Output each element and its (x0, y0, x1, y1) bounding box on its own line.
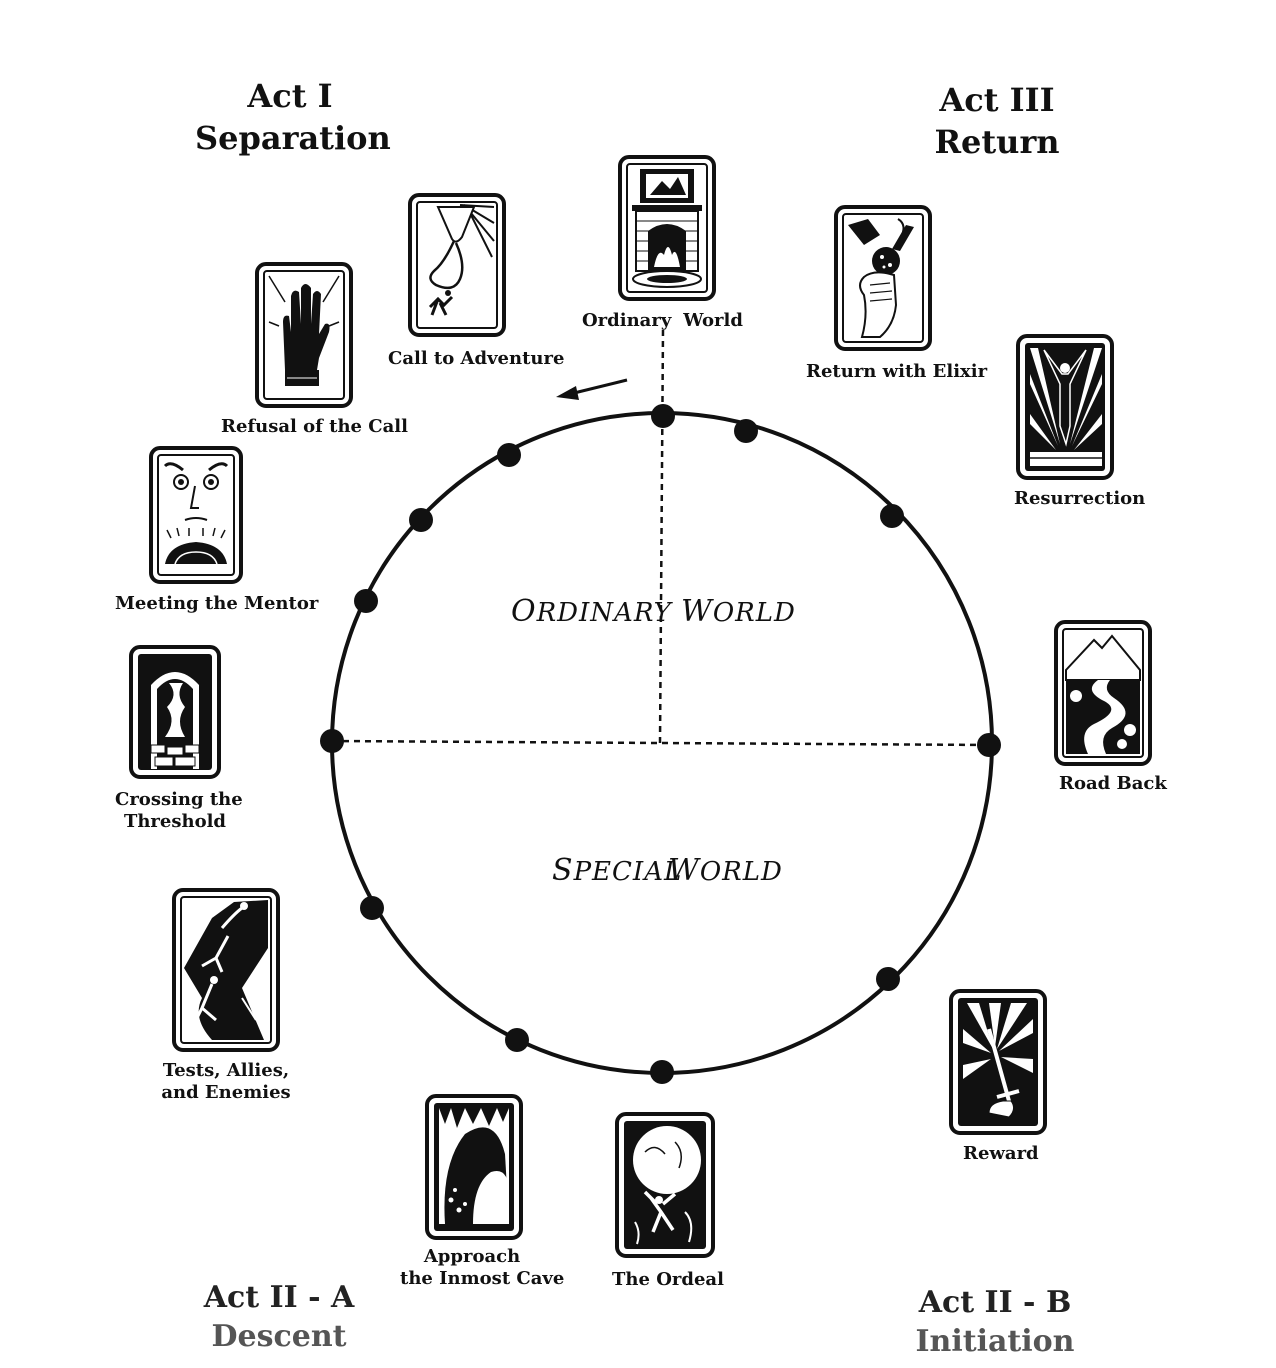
label-refusal-of-the-call: Refusal of the Call (221, 416, 408, 437)
sword-icon (949, 989, 1047, 1135)
dot-approach (505, 1028, 529, 1052)
vertical-divider (658, 329, 665, 744)
act-2b-title: Act II - B (918, 1285, 1072, 1320)
label-meeting-the-mentor: Meeting the Mentor (115, 593, 319, 614)
special-world-right-label: WORLD (668, 853, 783, 888)
dot-mentor (354, 589, 378, 613)
label-resurrection: Resurrection (1014, 488, 1146, 509)
cave-icon (425, 1094, 523, 1240)
boulder-icon (615, 1112, 715, 1258)
dot-tests (360, 896, 384, 920)
dot-return-with-elixir (734, 419, 758, 443)
act-3-heading: Act III Return (912, 80, 1082, 163)
act-2a-heading: Act II - A Descent (184, 1278, 374, 1356)
act-2b-subtitle: Initiation (915, 1324, 1075, 1359)
direction-arrow-icon (556, 378, 628, 400)
dot-road-back (977, 733, 1001, 757)
elixir-hand-icon (834, 205, 932, 351)
dot-resurrection (880, 504, 904, 528)
ordinary-world-right-label: WORLD (681, 594, 796, 629)
label-call-to-adventure: Call to Adventure (388, 348, 565, 369)
act-1-title: Act I (247, 77, 333, 115)
stage-dots (320, 404, 1001, 1084)
doorway-icon (129, 645, 221, 779)
dot-reward (876, 967, 900, 991)
special-world-left-label: SPECIAL (552, 853, 683, 888)
act-3-subtitle: Return (934, 122, 1060, 161)
rising-figure-icon (1016, 334, 1114, 480)
act-2b-heading: Act II - B Initiation (895, 1283, 1095, 1361)
act-2a-title: Act II - A (203, 1280, 355, 1315)
label-reward: Reward (963, 1143, 1039, 1164)
act-2a-subtitle: Descent (211, 1319, 347, 1354)
dot-crossing (320, 729, 344, 753)
label-crossing-the-threshold: Crossing the Threshold (115, 789, 243, 832)
mountain-road-icon (1054, 620, 1152, 766)
dot-the-ordeal (650, 1060, 674, 1084)
dot-refusal (409, 508, 433, 532)
act-1-subtitle: Separation (195, 118, 391, 157)
ordinary-world-left-label: ORDINARY (511, 594, 672, 629)
horn-icon (408, 193, 506, 337)
label-approach-inmost-cave: Approach the Inmost Cave (400, 1246, 565, 1289)
label-tests-allies-enemies: Tests, Allies, and Enemies (161, 1060, 291, 1103)
act-3-title: Act III (939, 81, 1055, 119)
climbers-icon (172, 888, 280, 1052)
raised-hand-icon (255, 262, 353, 408)
dot-ordinary-world (651, 404, 675, 428)
label-road-back: Road Back (1059, 773, 1167, 794)
fireplace-icon (618, 155, 716, 301)
act-1-heading: Act I Separation (195, 76, 391, 159)
label-the-ordeal: The Ordeal (612, 1269, 724, 1290)
label-return-with-elixir: Return with Elixir (806, 361, 988, 382)
mentor-face-icon (149, 446, 243, 584)
dot-call (497, 443, 521, 467)
